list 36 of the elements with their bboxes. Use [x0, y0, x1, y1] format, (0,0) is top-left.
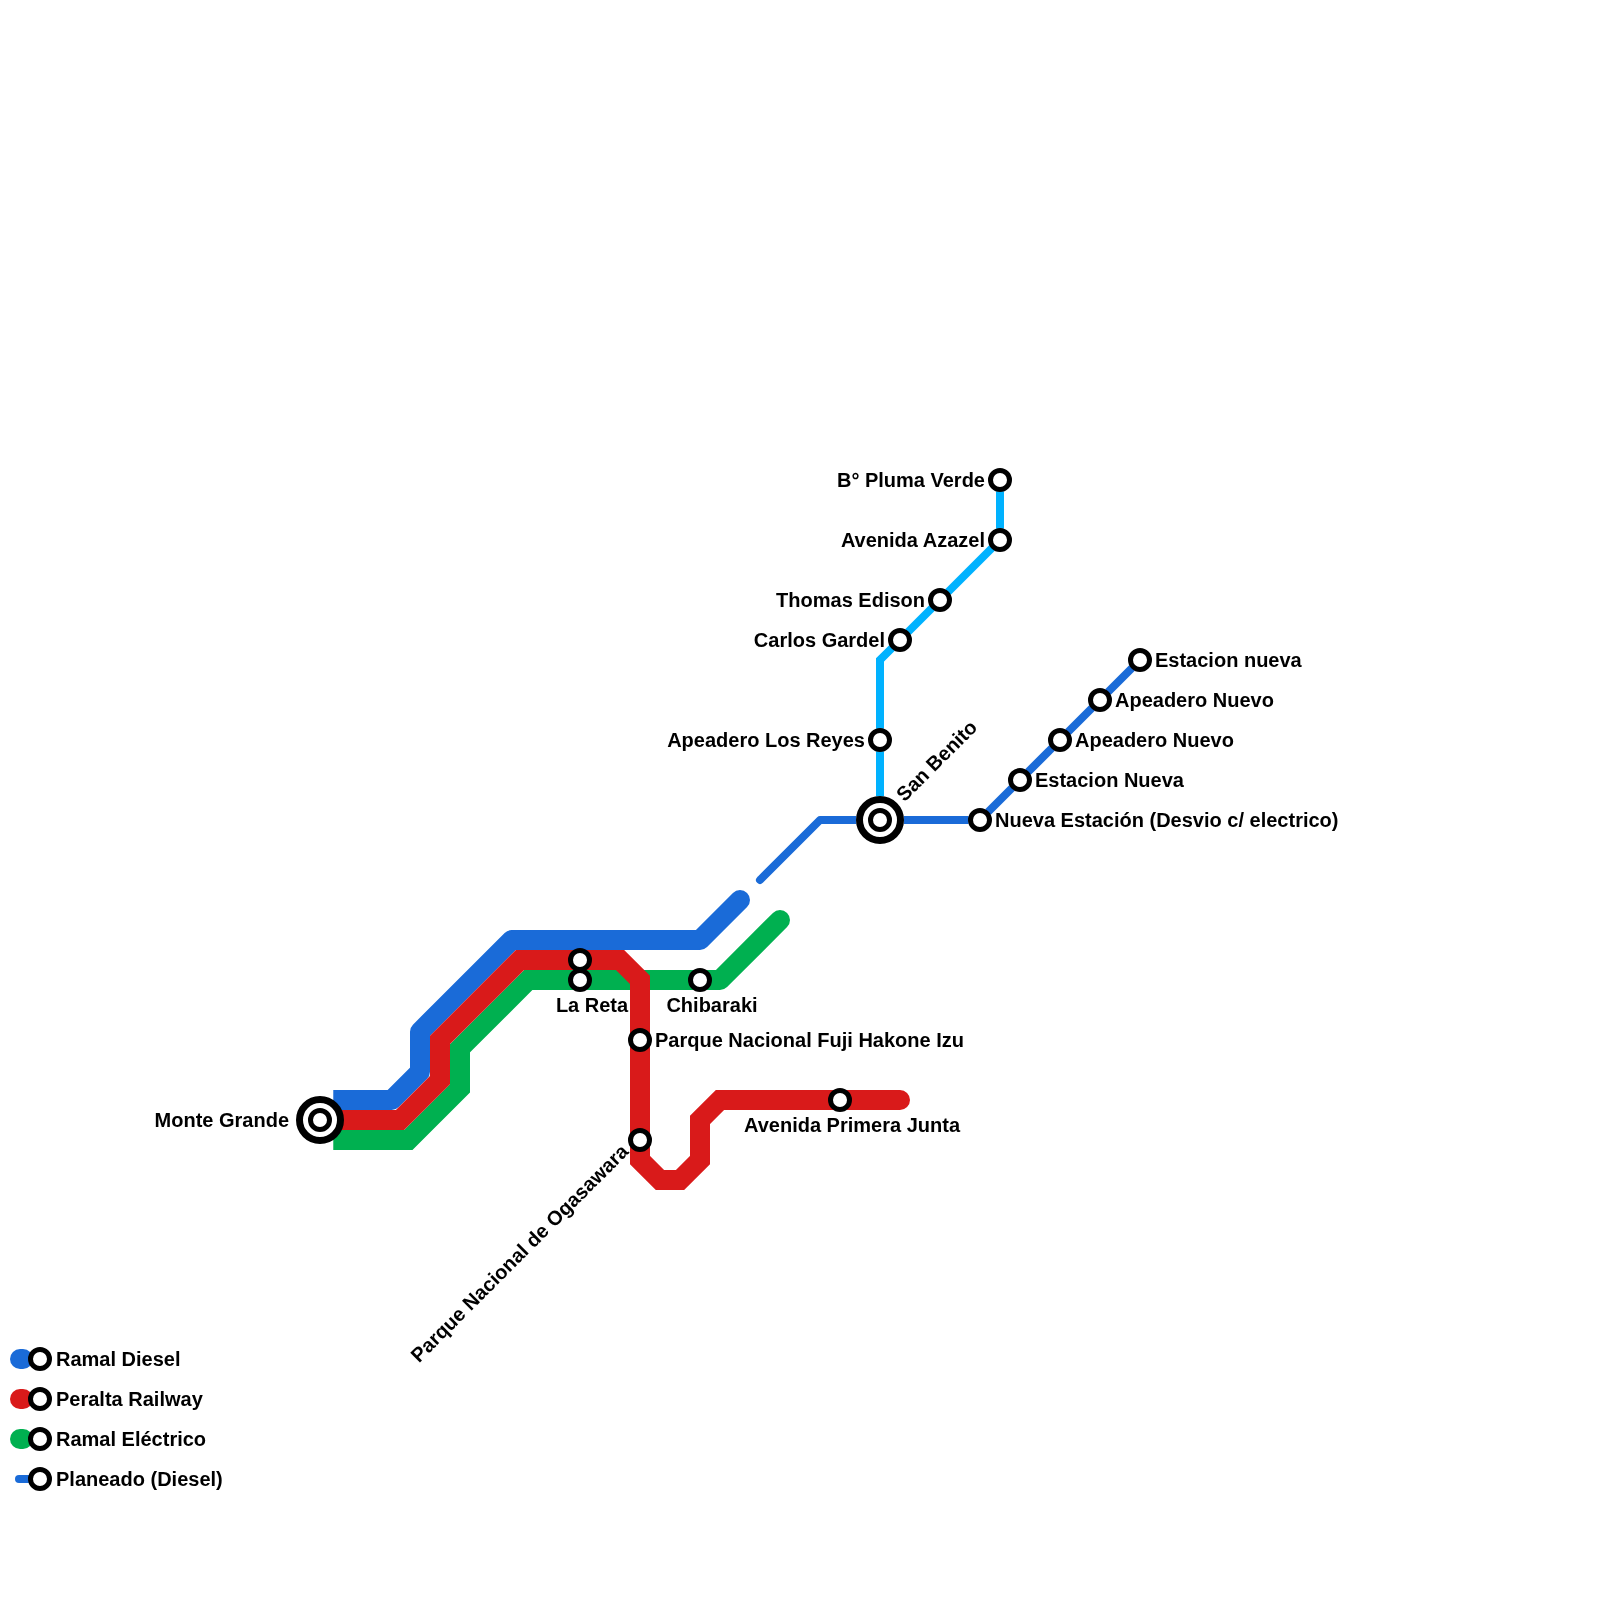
rail-line — [341, 950, 574, 1130]
rail-line — [1025, 745, 1055, 775]
station-label: Monte Grande — [154, 1108, 289, 1132]
rail-line — [586, 950, 650, 1034]
rail-line — [876, 645, 895, 729]
rail-line — [333, 970, 574, 1150]
rail-line — [1065, 705, 1095, 735]
rail-line — [630, 1046, 650, 1134]
rail-line — [586, 970, 694, 990]
legend-label: Peralta Railway — [56, 1387, 203, 1411]
rail-line — [996, 491, 1004, 529]
legend-label: Ramal Eléctrico — [56, 1427, 207, 1451]
station-label: Thomas Edison — [776, 588, 925, 612]
rail-line — [630, 1090, 834, 1190]
station-label: Chibaraki — [666, 994, 758, 1017]
station-label: B° Pluma Verde — [836, 468, 985, 492]
station-label: Estacion nueva — [1155, 648, 1302, 672]
legend-label: Ramal Diesel — [56, 1347, 181, 1371]
station-label: Nueva Estación (Desvio c/ electrico) — [995, 808, 1339, 832]
station-label: Carlos Gardel — [753, 628, 885, 652]
station-label: Parque Nacional Fuji Hakone Izu — [655, 1028, 964, 1052]
station-label: Avenida Azazel — [840, 528, 985, 552]
rail-line — [706, 910, 790, 990]
rail-line — [333, 890, 750, 1110]
station-label: La Reta — [555, 994, 629, 1017]
station-label: Estacion Nueva — [1035, 768, 1184, 792]
station-label: Apeadero Los Reyes — [667, 728, 865, 752]
rail-line — [1105, 665, 1135, 695]
legend-label: Planeado (Diesel) — [56, 1467, 223, 1491]
station-label: Apeadero Nuevo — [1075, 728, 1234, 752]
rail-line — [905, 605, 935, 635]
rail-line — [945, 545, 995, 595]
station-label: Apeadero Nuevo — [1115, 688, 1274, 712]
rail-line — [985, 785, 1015, 815]
station-label: Avenida Primera Junta — [744, 1114, 960, 1137]
rail-line — [846, 1090, 910, 1110]
